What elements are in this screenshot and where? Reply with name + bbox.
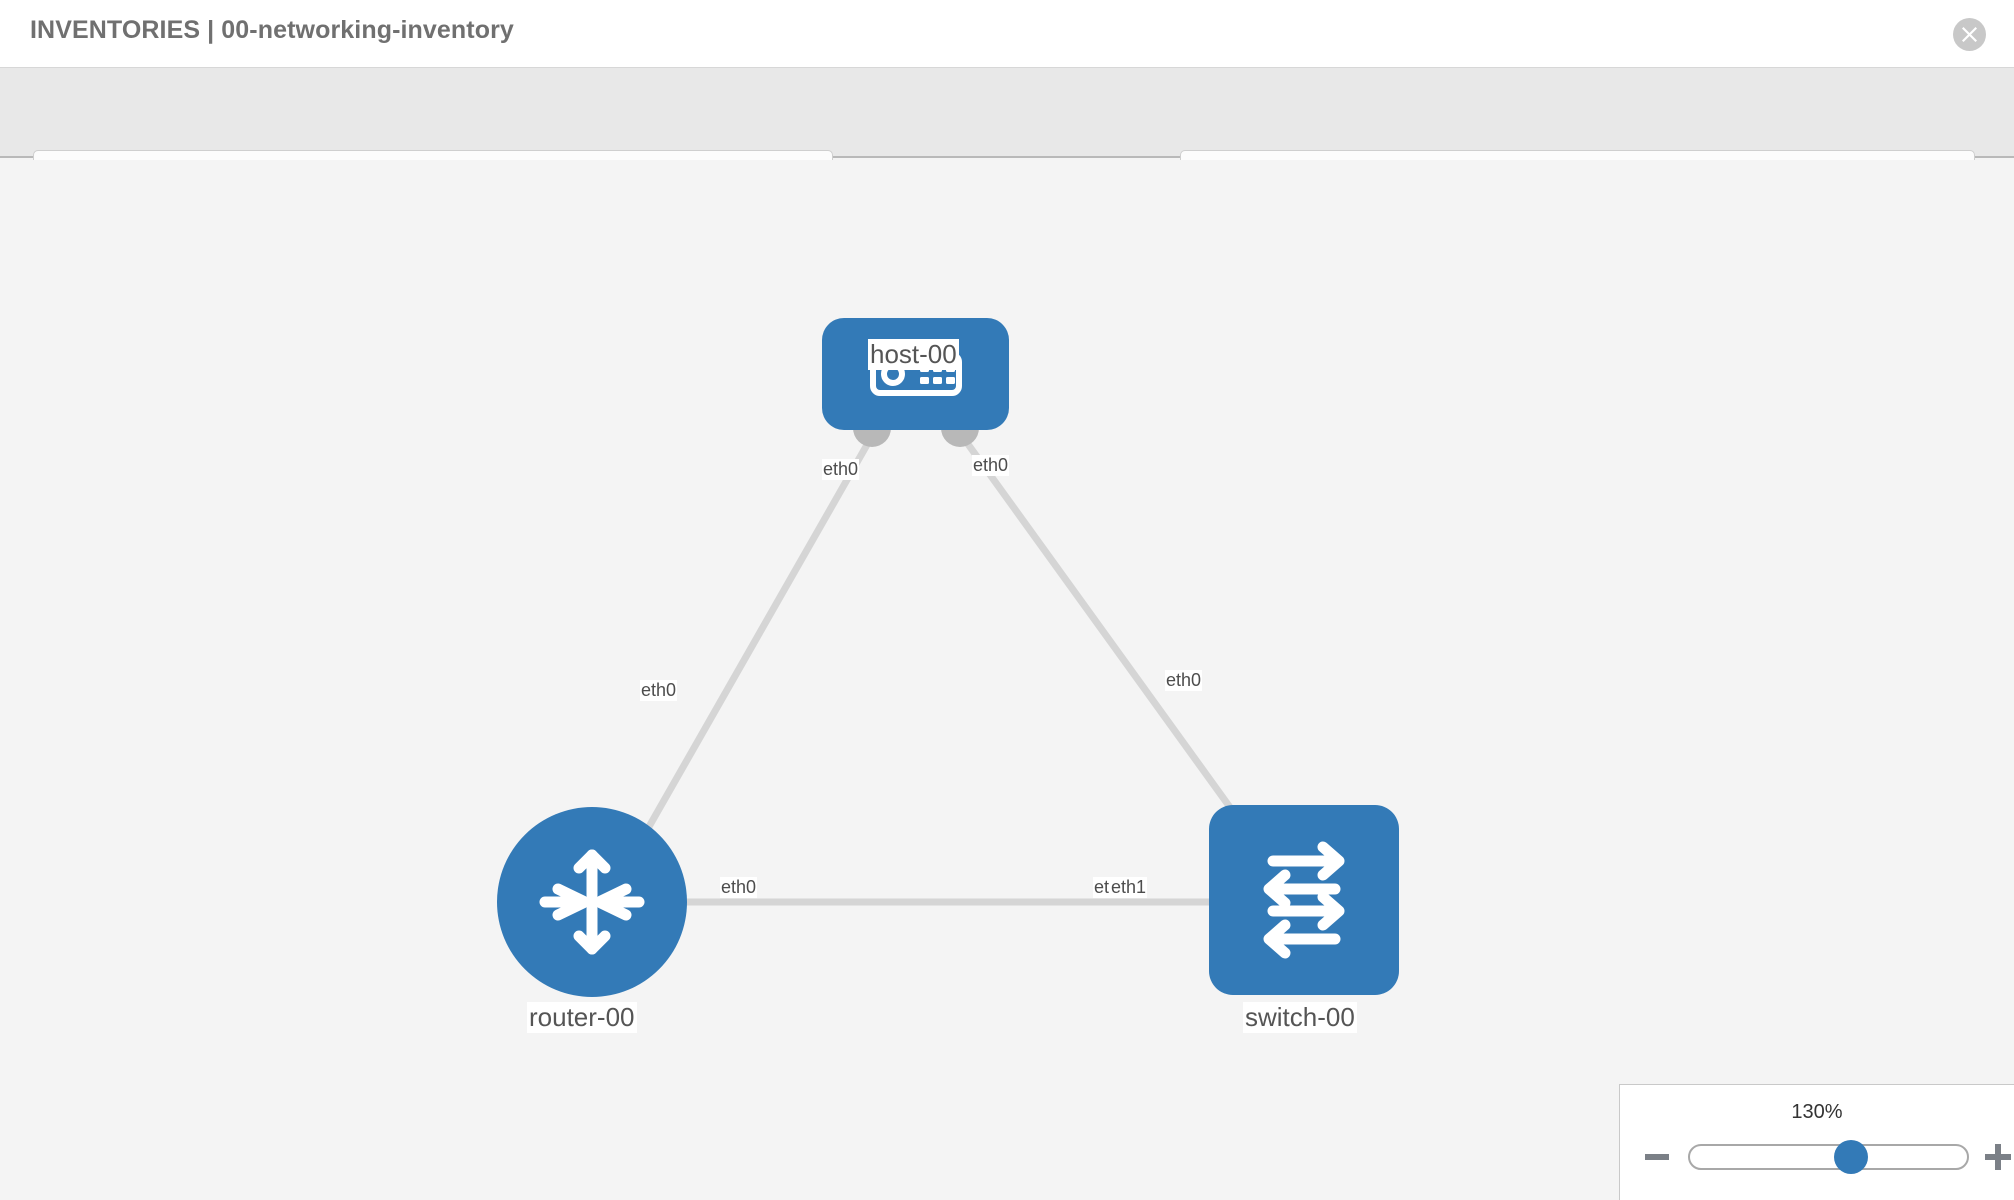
zoom-level-value: 130% bbox=[1791, 1101, 1843, 1123]
node-label-host-00[interactable]: host-00 bbox=[868, 339, 959, 370]
edge-host-router bbox=[626, 418, 884, 864]
iface-label-router-right: eth0 bbox=[720, 877, 758, 898]
iface-label-switch-uplink: eth0 bbox=[1165, 670, 1203, 691]
edge-connectors bbox=[573, 409, 1259, 921]
zoom-in-button[interactable] bbox=[1981, 1140, 2014, 1174]
iface-label-host-right: eth0 bbox=[972, 455, 1010, 476]
edge-host-switch bbox=[948, 418, 1272, 864]
iface-label-router-uplink: eth0 bbox=[640, 680, 678, 701]
zoom-control-panel: 130% bbox=[1619, 1084, 2014, 1200]
node-router-00[interactable] bbox=[497, 807, 687, 997]
zoom-out-button[interactable] bbox=[1640, 1140, 1674, 1174]
page-header: INVENTORIES | 00-networking-inventory bbox=[0, 0, 2014, 68]
switch-arrows-icon bbox=[1263, 841, 1345, 959]
node-label-router-00[interactable]: router-00 bbox=[527, 1002, 637, 1033]
zoom-slider-thumb[interactable] bbox=[1833, 1140, 1868, 1174]
topology-edges bbox=[573, 409, 1272, 921]
topology-canvas[interactable]: host-00 router-00 bbox=[0, 160, 2014, 1200]
iface-label-host-left: eth0 bbox=[822, 459, 860, 480]
node-host-00[interactable] bbox=[822, 318, 1009, 430]
iface-label-switch-left-eth1: eth1 bbox=[1110, 877, 1148, 898]
page-title: INVENTORIES | 00-networking-inventory bbox=[30, 16, 514, 44]
zoom-slider[interactable] bbox=[1688, 1140, 1969, 1174]
close-icon[interactable] bbox=[1953, 18, 1986, 51]
router-arrows-icon bbox=[539, 849, 645, 955]
toolbar: ACTIONS SEARCH bbox=[0, 68, 2014, 202]
zoom-control-row bbox=[1620, 1137, 2014, 1177]
node-label-switch-00[interactable]: switch-00 bbox=[1243, 1002, 1357, 1033]
node-switch-00[interactable] bbox=[1209, 805, 1399, 995]
